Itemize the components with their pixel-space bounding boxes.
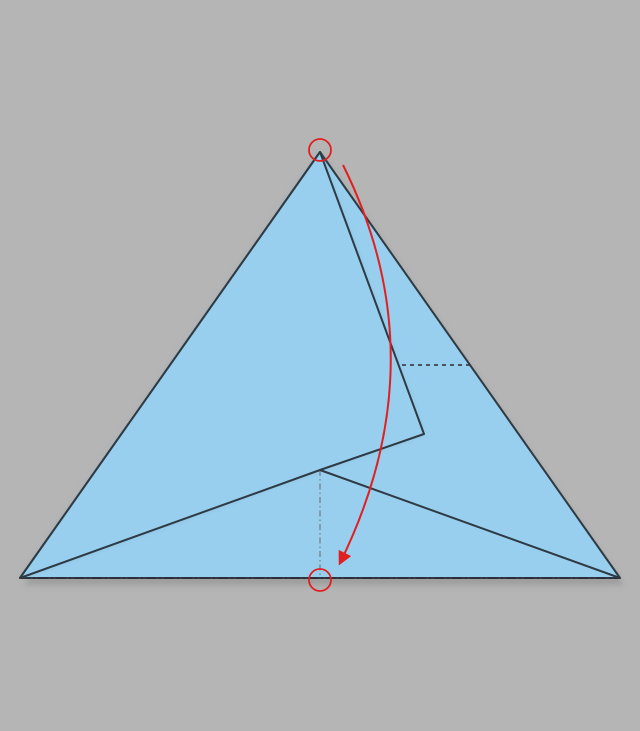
target-point-marker	[308, 568, 332, 592]
fold-direction-arrow	[338, 164, 392, 566]
source-point-marker	[308, 138, 332, 162]
